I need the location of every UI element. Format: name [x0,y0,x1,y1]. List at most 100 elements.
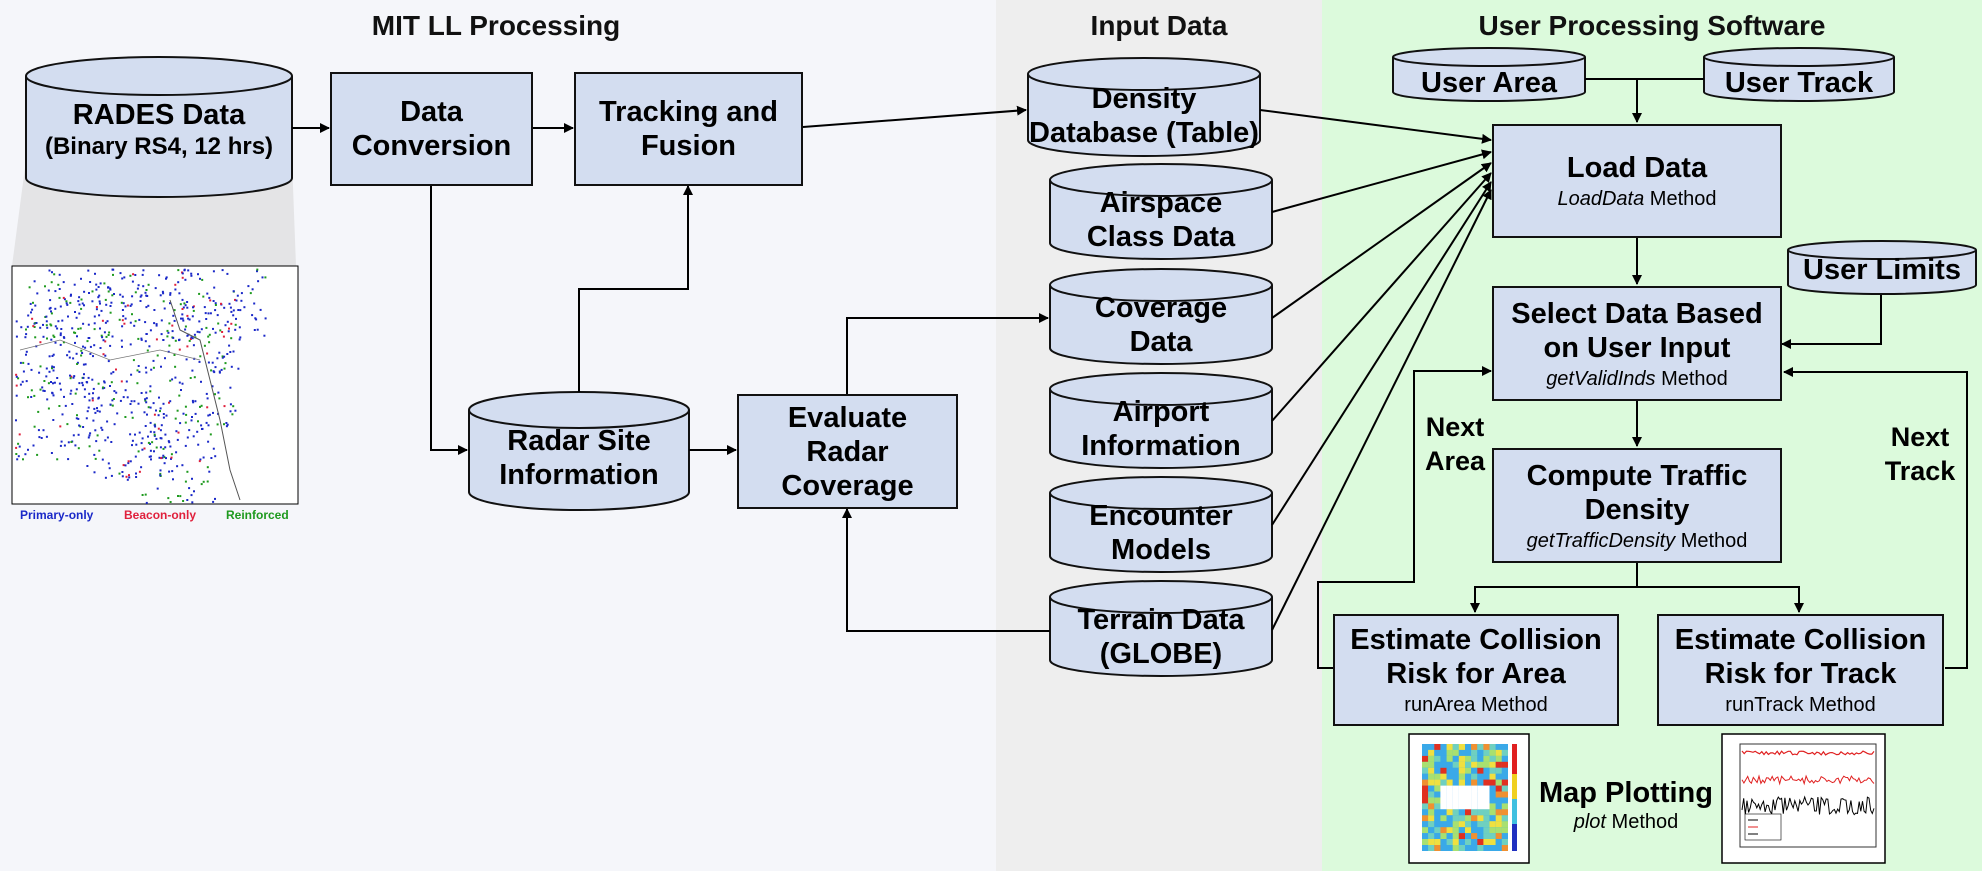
map-point [160,319,163,322]
heatmap-cell [1465,773,1472,780]
user-area-cylinder[interactable] [1392,47,1586,102]
map-point [190,336,193,339]
coverage-data-cylinder[interactable] [1049,268,1273,365]
map-point [21,380,24,383]
map-point [192,344,195,347]
airspace-class-cylinder[interactable] [1049,163,1273,260]
map-point [100,426,103,429]
map-point [30,368,33,371]
map-point [34,322,37,324]
map-point [69,301,72,304]
map-point [93,471,96,474]
evaluate-line2: Radar [806,435,889,468]
map-point [121,475,124,478]
map-point [194,400,197,403]
map-point [184,278,187,281]
map-point [103,380,106,383]
heatmap-cell [1501,809,1508,816]
heatmap-cell [1501,749,1508,756]
map-point [144,399,147,402]
estimate-area-box[interactable]: Estimate Collision Risk for Area runArea… [1333,614,1619,726]
heatmap-cell [1440,791,1447,798]
map-point [149,385,152,388]
heatmap-cell [1477,827,1484,834]
map-point [48,355,51,358]
map-point [199,405,201,408]
map-point [184,444,187,447]
map-point [210,369,213,372]
map-point [170,457,172,460]
map-point [192,401,195,404]
map-point [253,329,256,331]
heatmap-cell [1483,744,1490,750]
encounter-models-cylinder[interactable] [1049,476,1273,573]
map-point [191,399,194,402]
data-conversion-box[interactable]: Data Conversion [330,72,533,186]
terrain-data-cylinder[interactable] [1049,580,1273,677]
heatmap-cell [1471,779,1478,786]
estimate-track-box[interactable]: Estimate Collision Risk for Track runTra… [1657,614,1944,726]
radar-site-line2: Information [499,459,659,491]
map-point [54,290,57,293]
map-point [157,427,160,430]
map-point [145,371,148,374]
map-point [108,467,111,470]
map-point [218,371,221,374]
heatmap-cell [1495,815,1502,822]
map-point [151,441,154,444]
map-point [50,324,53,327]
select-data-box[interactable]: Select Data Based on User Input getValid… [1492,286,1782,401]
next-area-line1: Next [1425,412,1485,442]
map-point [149,406,152,409]
map-point [53,273,56,276]
heatmap-cell [1428,761,1435,768]
heatmap-cell [1495,779,1502,786]
evaluate-radar-coverage-box[interactable]: Evaluate Radar Coverage [737,394,958,509]
map-point [52,353,55,356]
user-area-label: User Area [1393,66,1585,100]
compute-density-box[interactable]: Compute Traffic Density getTrafficDensit… [1492,448,1782,563]
map-point [216,357,219,360]
heatmap-cell [1428,803,1435,810]
map-point [42,335,45,338]
airport-information-cylinder[interactable] [1049,372,1273,469]
map-point [206,480,209,483]
map-point [214,455,217,458]
map-point [91,378,94,381]
user-track-cylinder[interactable] [1703,47,1895,102]
map-point [176,465,179,468]
map-point [209,312,212,315]
map-point [145,397,148,400]
map-point [186,314,189,317]
rades-data-cylinder[interactable] [25,56,293,198]
map-point [205,392,208,395]
heatmap-cell [1501,803,1508,810]
map-point [170,453,173,456]
heatmap-cell [1422,803,1429,810]
user-limits-cylinder[interactable] [1787,240,1977,295]
heatmap-cell [1489,839,1496,845]
heatmap-cell [1477,749,1484,756]
map-point [33,326,36,328]
map-point [50,338,53,341]
map-point [25,380,28,383]
map-plotting-title: Map Plotting [1539,777,1713,809]
density-database-cylinder[interactable] [1027,57,1261,157]
map-point [196,430,199,433]
map-point [45,375,48,378]
heatmap-cell [1483,815,1490,822]
map-point [123,276,126,279]
load-data-box[interactable]: Load Data LoadData Method [1492,124,1782,238]
map-point [15,453,18,455]
map-point [59,305,62,308]
map-point [109,385,111,387]
map-point [138,370,141,373]
map-point [162,339,165,341]
map-point [158,456,161,459]
map-point [234,409,237,412]
map-point [119,293,122,296]
heatmap-cell [1465,827,1472,834]
heatmap-cell [1495,761,1502,768]
tracking-fusion-box[interactable]: Tracking and Fusion [574,72,803,186]
heatmap-cell [1465,761,1472,768]
